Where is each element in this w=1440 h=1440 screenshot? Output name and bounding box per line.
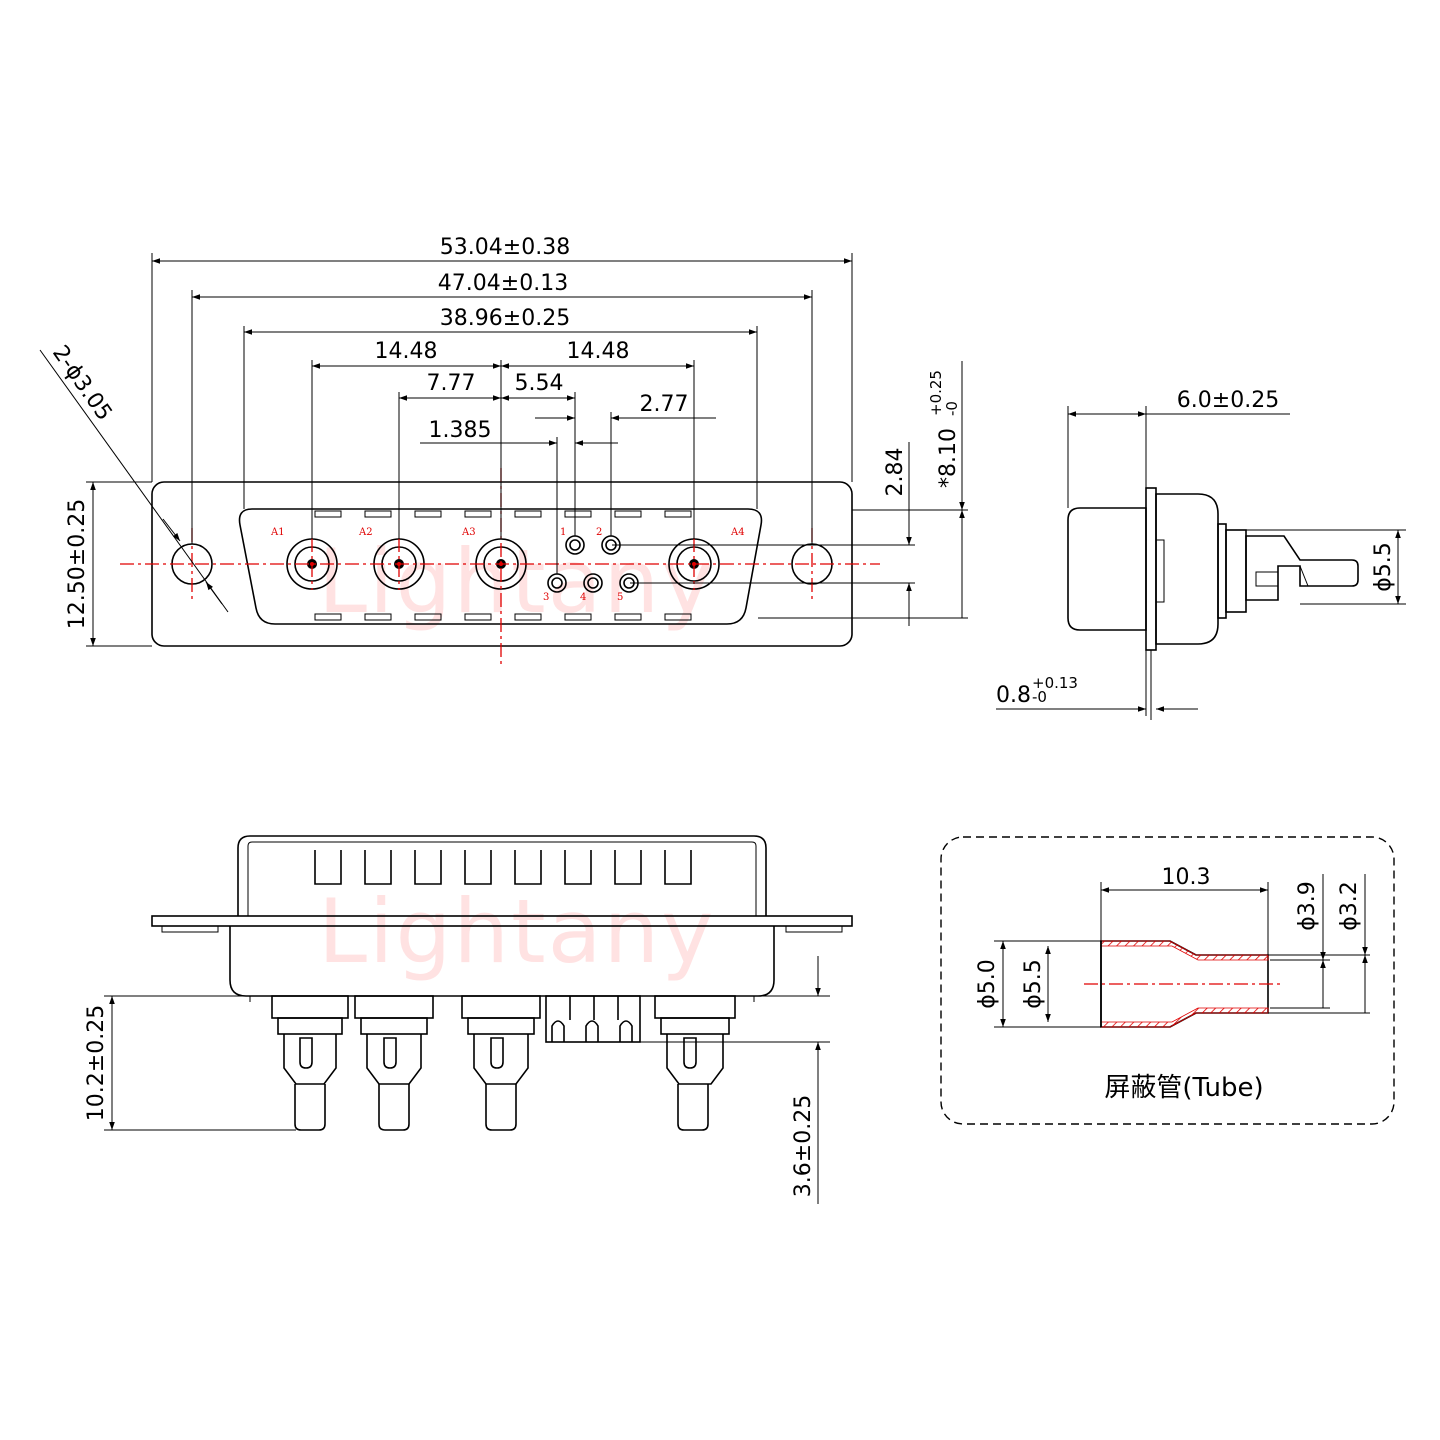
front-dimples-bottom bbox=[314, 613, 692, 621]
dim-tube-outer-diameter-large: ϕ5.5 bbox=[1021, 959, 1046, 1009]
bottom-flange-tab-right bbox=[785, 925, 843, 933]
bottom-contact-a2 bbox=[354, 995, 434, 1131]
side-extension-lines bbox=[1067, 406, 1406, 716]
label-a1: A1 bbox=[270, 527, 285, 538]
bottom-shell-top bbox=[237, 835, 767, 916]
side-tail-bevel bbox=[1299, 565, 1309, 587]
bottom-flange-tab-left bbox=[161, 925, 219, 933]
dim-shell-height: *8.10 bbox=[936, 428, 961, 488]
tube-extension-lines bbox=[994, 882, 1370, 1028]
dim-tube-outer-diameter-small: ϕ3.9 bbox=[1295, 881, 1320, 931]
side-view: 6.0±0.25 ϕ5.5 0.8 +0.13 -0 bbox=[996, 388, 1406, 720]
label-pin-5: 5 bbox=[617, 592, 623, 603]
dim-contact-length: 10.2±0.25 bbox=[84, 1005, 109, 1121]
label-pin-4: 4 bbox=[580, 592, 586, 603]
dim-mount-hole-spacing: 47.04±0.13 bbox=[438, 271, 568, 296]
dim-tube-length: 10.3 bbox=[1162, 865, 1211, 890]
side-boss bbox=[1155, 539, 1165, 603]
dim-pin3-offset: 1.385 bbox=[429, 418, 492, 443]
dim-shell-height-tol-plus: +0.25 bbox=[927, 370, 945, 416]
dim-flange-thickness-group: 0.8 +0.13 -0 bbox=[996, 674, 1078, 708]
side-flange-plate bbox=[1145, 487, 1157, 651]
label-pin-1: 1 bbox=[560, 527, 566, 538]
tube-detail-frame bbox=[940, 836, 1395, 1125]
dim-tube-inner-diameter-large: ϕ5.0 bbox=[975, 959, 1000, 1009]
dim-shell-height-group: *8.10 +0.25 -0 bbox=[927, 370, 961, 488]
side-contact-tail bbox=[1245, 535, 1359, 601]
tube-caption: 屏蔽管(Tube) bbox=[1104, 1073, 1263, 1103]
label-a2: A2 bbox=[358, 527, 373, 538]
bottom-dimension-lines bbox=[109, 956, 821, 1204]
front-d-shell bbox=[238, 508, 763, 625]
dim-pitch-right: 14.48 bbox=[567, 339, 630, 364]
label-pin-2: 2 bbox=[596, 527, 602, 538]
side-rear-body bbox=[1155, 493, 1219, 645]
bottom-extension-lines bbox=[104, 995, 830, 1131]
bottom-flange bbox=[151, 915, 853, 927]
bottom-contact-a3 bbox=[461, 995, 541, 1131]
dim-tube-inner-diameter-small: ϕ3.2 bbox=[1337, 881, 1362, 931]
dim-pin-pitch: 2.77 bbox=[640, 392, 689, 417]
dim-body-depth: 6.0±0.25 bbox=[1177, 388, 1279, 413]
bottom-contact-a1 bbox=[271, 995, 349, 1131]
tube-wall-bottom bbox=[1100, 1007, 1269, 1028]
dim-pitch-left: 14.48 bbox=[375, 339, 438, 364]
bottom-signal-pins bbox=[545, 995, 641, 1043]
dim-signal-pin-length: 3.6±0.25 bbox=[791, 1095, 816, 1197]
watermark-front: Lightany bbox=[318, 530, 715, 633]
dim-row-spacing: 2.84 bbox=[883, 448, 908, 497]
front-view: A1 A2 A3 A4 1 2 3 4 5 bbox=[39, 235, 968, 664]
bottom-view: 10.2±0.25 3.6±0.25 bbox=[84, 835, 853, 1204]
bottom-contact-a4 bbox=[654, 995, 736, 1131]
dim-flange-thickness: 0.8 bbox=[996, 683, 1031, 708]
dim-shell-width: 38.96±0.25 bbox=[440, 306, 570, 331]
label-a4: A4 bbox=[730, 527, 745, 538]
tube-detail: 10.3 ϕ5.0 ϕ5.5 ϕ3.9 ϕ3.2 屏蔽管(Tube) bbox=[940, 836, 1395, 1125]
tube-wall-top bbox=[1100, 940, 1269, 961]
label-pin-3: 3 bbox=[543, 592, 549, 603]
side-front-shell bbox=[1067, 507, 1147, 631]
dim-height: 12.50±0.25 bbox=[65, 499, 90, 629]
side-tail-slot bbox=[1255, 571, 1279, 587]
label-a3: A3 bbox=[461, 527, 476, 538]
front-dimples-top bbox=[314, 510, 692, 518]
side-ferrule bbox=[1225, 529, 1247, 613]
front-dimension-lines bbox=[39, 258, 965, 646]
bottom-shell-slots bbox=[314, 850, 692, 885]
dim-tail-diameter: ϕ5.5 bbox=[1371, 542, 1396, 592]
tube-dimension-lines bbox=[1000, 874, 1368, 1027]
dim-flange-tol-plus: +0.13 bbox=[1032, 674, 1078, 692]
dim-flange-tol-minus: -0 bbox=[1032, 688, 1047, 706]
dim-pin1-offset: 5.54 bbox=[515, 371, 564, 396]
dim-a2-offset: 7.77 bbox=[427, 371, 476, 396]
watermark-bottom: Lightany bbox=[318, 880, 715, 983]
side-dimension-lines bbox=[996, 411, 1401, 712]
dim-overall-width: 53.04±0.38 bbox=[440, 235, 570, 260]
bottom-shell-inner bbox=[247, 841, 757, 916]
dim-shell-height-tol-minus: -0 bbox=[943, 401, 961, 416]
dim-mount-holes: 2-ϕ3.05 bbox=[47, 341, 116, 425]
front-extension-lines bbox=[86, 253, 968, 647]
side-insert bbox=[1217, 523, 1227, 619]
